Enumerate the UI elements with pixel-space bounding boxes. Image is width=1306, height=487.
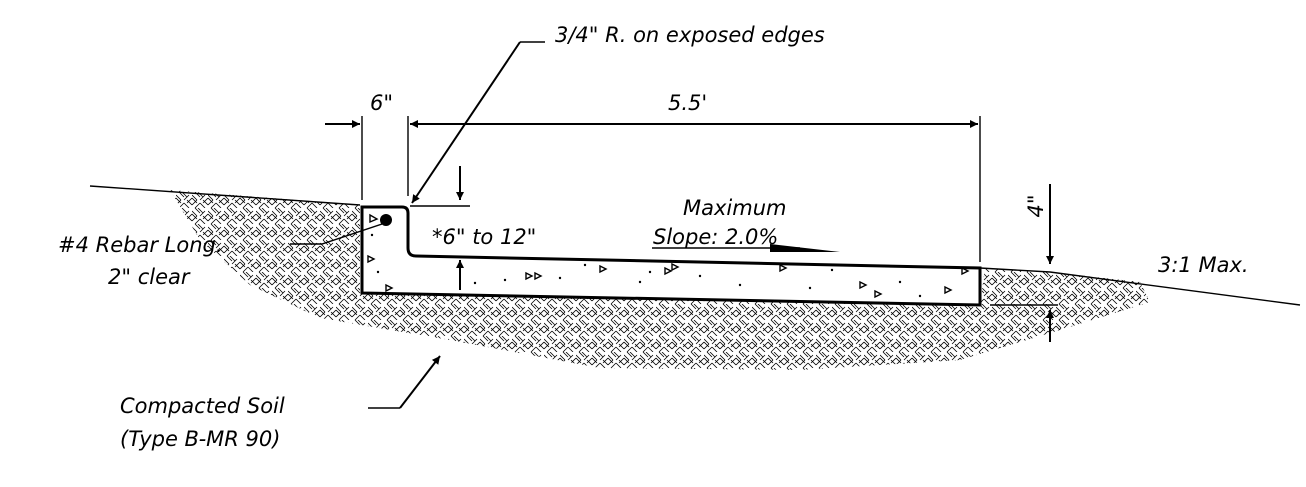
radius-note: 3/4" R. on exposed edges <box>555 23 825 47</box>
radius-leader <box>411 41 545 204</box>
ground-line-left <box>89 185 361 206</box>
compacted-soil-hatch <box>170 190 1150 370</box>
curb-width-dimension <box>325 116 363 200</box>
maximum-label: Maximum <box>683 196 786 220</box>
side-slope-label: 3:1 Max. <box>1158 253 1249 277</box>
soil-leader <box>368 355 441 409</box>
soil-label-line2: (Type B-MR 90) <box>120 427 280 451</box>
walk-width-label: 5.5' <box>668 91 707 115</box>
thickness-label: *6" to 12" <box>432 225 536 249</box>
soil-label-line1: Compacted Soil <box>120 394 285 418</box>
curb-width-label: 6" <box>370 91 393 115</box>
slope-arrow <box>652 244 840 252</box>
rebar-leader <box>290 223 383 245</box>
width-dimension <box>407 116 981 262</box>
depth-label: 4" <box>1024 194 1048 217</box>
rebar-dot <box>380 214 392 226</box>
rebar-label-line2: 2" clear <box>108 265 191 289</box>
concrete-sidewalk-section <box>360 205 982 307</box>
slope-label: Slope: 2.0% <box>653 225 778 249</box>
thickness-dimension <box>410 166 470 290</box>
depth-dimension <box>990 184 1058 342</box>
ground-line-right <box>979 267 1301 306</box>
rebar-label-line1: #4 Rebar Long. <box>58 233 223 257</box>
